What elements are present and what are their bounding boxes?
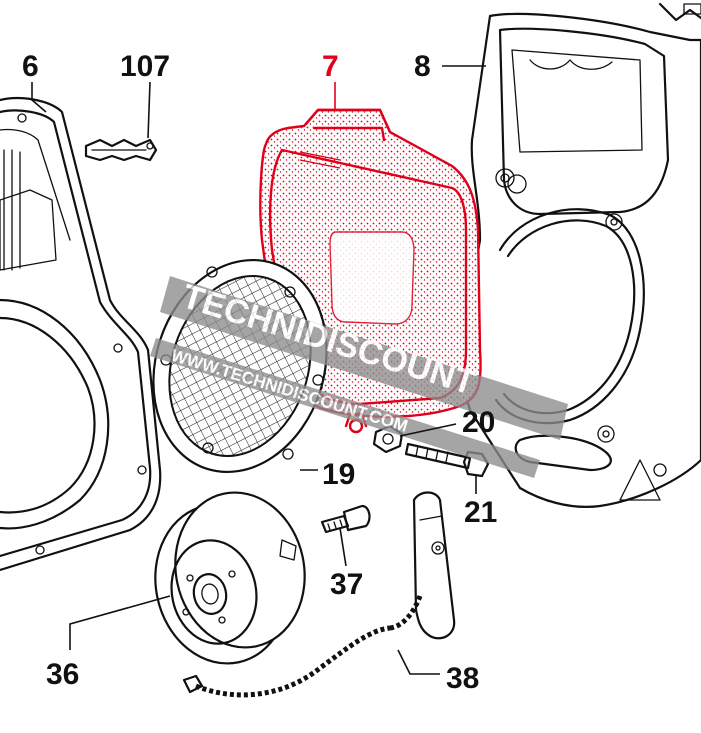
screw-part-37 — [320, 504, 371, 534]
callout-21: 21 — [464, 496, 497, 529]
callout-36: 36 — [46, 658, 79, 691]
callout-37: 37 — [330, 568, 363, 601]
callout-6: 6 — [22, 50, 39, 83]
starter-pulley-part-36 — [154, 491, 306, 665]
callout-107: 107 — [120, 50, 170, 83]
callout-20: 20 — [462, 406, 495, 439]
callout-7: 7 — [322, 50, 339, 83]
callouts: 6 107 7 8 20 19 21 37 36 38 — [22, 50, 497, 695]
callout-8: 8 — [414, 50, 431, 83]
shroud-part-8 — [462, 2, 701, 508]
housing-part-6 — [0, 97, 162, 572]
callout-19: 19 — [322, 458, 355, 491]
clip-part-107 — [84, 138, 158, 162]
starter-rope-part-38 — [182, 491, 456, 698]
leader-lines — [31, 65, 486, 675]
callout-38: 38 — [446, 662, 479, 695]
